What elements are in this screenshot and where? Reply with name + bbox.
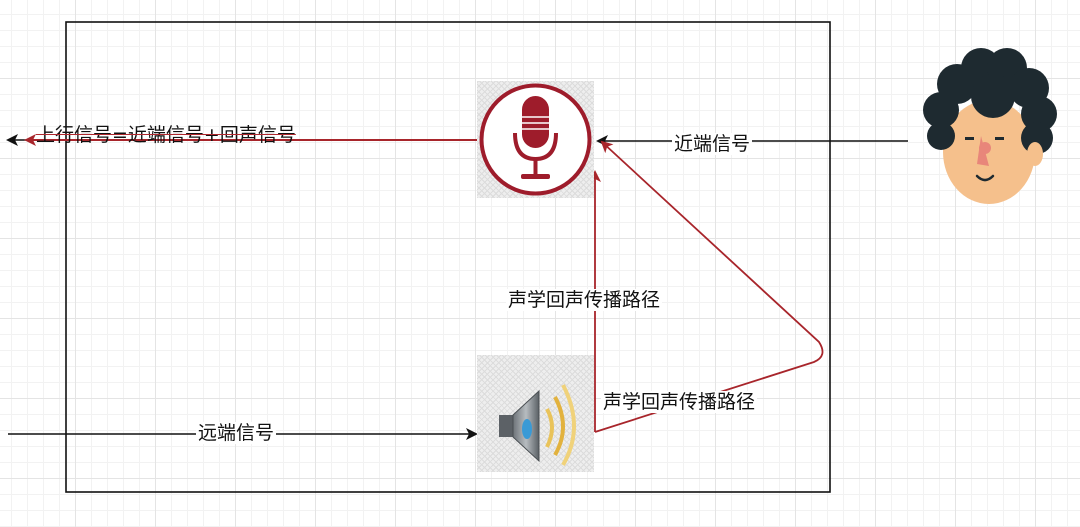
near-end-signal-label: 近端信号 [672, 133, 753, 155]
far-end-signal-label: 远端信号 [196, 422, 277, 444]
echo-path-label-direct: 声学回声传播路径 [506, 289, 663, 311]
person-face-icon [923, 48, 1057, 204]
person-figure [915, 44, 1065, 209]
echo-path-label-reflected: 声学回声传播路径 [601, 391, 758, 413]
speaker-icon [499, 384, 576, 467]
uplink-signal-label: 上行信号=近端信号+回声信号 [36, 124, 296, 146]
speaker-tile [477, 355, 594, 472]
microphone-icon [479, 83, 592, 196]
system-box [65, 21, 831, 493]
microphone-tile [477, 81, 594, 198]
echo-path-reflected [594, 140, 824, 433]
